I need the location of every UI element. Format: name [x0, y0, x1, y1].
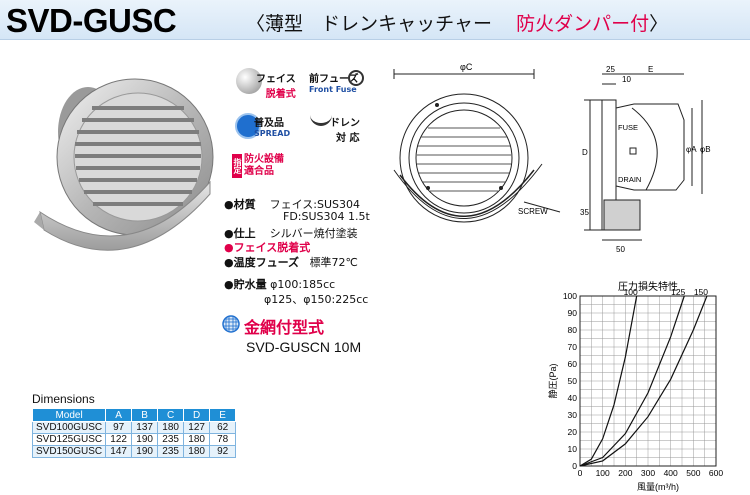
badge-fire-equipment: 防火設備 適合品 — [244, 154, 284, 177]
drain-box — [603, 199, 641, 231]
series-line-150 — [579, 295, 708, 467]
page-title: SVD-GUSC — [6, 2, 177, 39]
dimensions-header-row: Model A B C D E — [31, 408, 237, 422]
dim-d: D — [582, 148, 588, 157]
subtitle-type: 薄型 — [265, 13, 304, 35]
dim-e: E — [648, 65, 653, 74]
col-b: B — [131, 408, 159, 422]
product-subtitle: 〈薄型 ドレンキャッチャー 防火ダンパー付〉 — [246, 9, 668, 36]
series-label-125: 125 — [671, 287, 685, 297]
series-line-100 — [579, 295, 638, 467]
series-label-150: 150 — [694, 287, 708, 297]
badge-designated-side: 指定 — [232, 154, 242, 178]
chart-title: 圧力損失特性 — [618, 280, 678, 293]
y-tick-label: 60 — [568, 359, 578, 369]
col-e: E — [209, 408, 237, 422]
spec-water-2: φ125、φ150:225cc — [264, 293, 369, 306]
y-tick-label: 20 — [568, 427, 578, 437]
x-tick-label: 400 — [664, 468, 678, 478]
subtitle-close: 〉 — [649, 13, 669, 35]
mesh-icon — [222, 315, 240, 333]
spec-face-detach: ●フェイス脱着式 — [224, 241, 311, 254]
badge-face-detach: フェイス 脱着式 — [256, 74, 296, 100]
subtitle-name: ドレンキャッチャー — [321, 13, 492, 35]
dim-phi-c: φC — [460, 62, 473, 72]
subtitle-open: 〈 — [246, 13, 266, 35]
y-tick-label: 10 — [568, 444, 578, 454]
y-tick-label: 70 — [568, 342, 578, 352]
technical-drawing: φC SCREW 25 10 E FUSE DRAIN D 35 50 φA φ… — [393, 62, 711, 254]
spec-temp-fuse: ●温度フューズ 標準72℃ — [224, 256, 358, 269]
dim-25: 25 — [606, 65, 615, 74]
fuse-icon — [348, 70, 364, 86]
spec-finish: ●仕上 シルバー焼付塗装 — [224, 227, 358, 240]
x-tick-label: 600 — [709, 468, 723, 478]
col-d: D — [183, 408, 211, 422]
net-option-title: 金網付型式 — [244, 318, 325, 337]
x-tick-label: 300 — [641, 468, 655, 478]
y-tick-label: 90 — [568, 308, 578, 318]
screw-label: SCREW — [518, 207, 548, 216]
product-photo — [34, 78, 214, 251]
drain-icon — [310, 112, 332, 126]
plot-frame — [579, 295, 717, 467]
series-line-125 — [579, 295, 685, 467]
y-axis-label: 静圧(Pa) — [548, 363, 558, 398]
y-tick-label: 40 — [568, 393, 578, 403]
pressure-loss-chart: 圧力損失特性 0 100 200 300 400 500 600 0 10 20 30 40 50 60 70… — [548, 280, 723, 492]
badge-front-fuse: 前フューズ Front Fuse — [309, 74, 359, 94]
spec-water: ●貯水量 φ100:185cc — [224, 278, 336, 291]
dim-50: 50 — [616, 245, 625, 254]
y-tick-label: 50 — [568, 376, 578, 386]
subtitle-feature: 防火ダンパー付 — [516, 13, 650, 35]
fuse-label: FUSE — [618, 123, 638, 132]
spec-material-fd: FD:SUS304 1.5t — [283, 210, 370, 223]
dim-10: 10 — [622, 75, 631, 84]
y-tick-label: 80 — [568, 325, 578, 335]
y-tick-label: 100 — [563, 291, 577, 301]
screw-dot-3 — [499, 186, 503, 190]
dim-phi-a: φA — [686, 145, 697, 154]
dimensions-caption: Dimensions — [32, 392, 95, 406]
spec-material: ●材質 フェイス:SUS304 — [224, 198, 360, 211]
badge-drain: ドレン 対 応 — [330, 118, 360, 144]
badge-spread: 普及品 SPREAD — [254, 118, 291, 138]
screw-dot-1 — [435, 103, 439, 107]
face-detach-icon — [236, 68, 262, 94]
col-model: Model — [31, 408, 107, 422]
x-tick-label: 0 — [578, 468, 583, 478]
x-tick-label: 500 — [686, 468, 700, 478]
drain-label: DRAIN — [618, 175, 641, 184]
col-c: C — [157, 408, 185, 422]
dim-35: 35 — [580, 208, 589, 217]
title-bar: SVD-GUSC 〈薄型 ドレンキャッチャー 防火ダンパー付〉 — [0, 0, 750, 40]
x-tick-label: 100 — [596, 468, 610, 478]
col-a: A — [105, 408, 133, 422]
dim-phi-b: φB — [700, 145, 711, 154]
series-label-100: 100 — [624, 287, 638, 297]
x-axis-label: 風量(m³/h) — [637, 482, 679, 492]
y-tick-label: 0 — [572, 461, 577, 471]
y-tick-label: 30 — [568, 410, 578, 420]
net-option-model: SVD-GUSCN 10M — [246, 339, 362, 355]
screw-dot-2 — [426, 186, 430, 190]
spread-icon — [235, 113, 261, 139]
x-tick-label: 200 — [618, 468, 632, 478]
